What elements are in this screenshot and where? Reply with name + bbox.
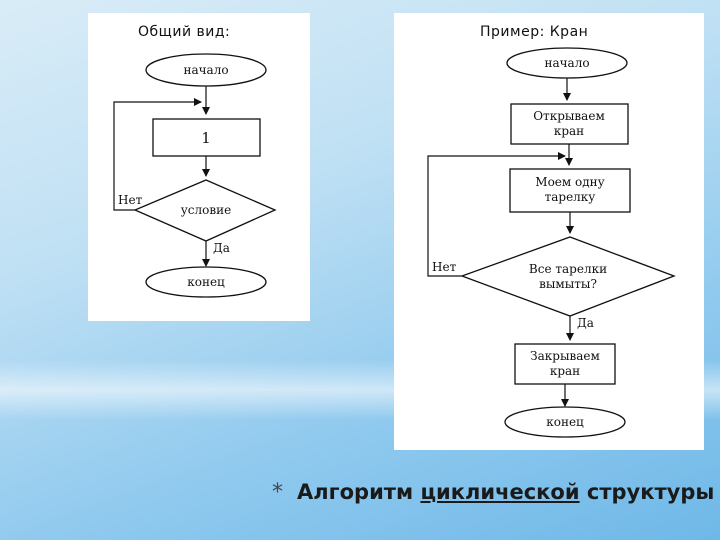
bullet-star: *: [272, 480, 283, 505]
wash-plate-block: [509, 168, 631, 213]
example-flowchart: Пример: Кран начало Открываем кран Моем …: [427, 24, 676, 438]
close-tap-block: [514, 343, 616, 385]
example-start-label: начало: [544, 56, 589, 70]
example-title: Пример: Кран: [480, 24, 588, 40]
condition-line2: вымыты?: [539, 277, 597, 291]
condition-line1: Все тарелки: [529, 262, 607, 276]
wash-plate-line2: тарелку: [545, 190, 596, 204]
end-terminal: [145, 266, 267, 298]
example-flowchart-panel: Пример: Кран начало Открываем кран Моем …: [394, 13, 704, 450]
condition-label: условие: [181, 203, 231, 217]
example-yes-label: Да: [577, 316, 594, 330]
example-end-label: конец: [546, 415, 584, 429]
loop-back-arrow: [113, 98, 202, 211]
caption-word-2: циклической: [420, 480, 580, 504]
caption-word-1: Алгоритм: [297, 480, 414, 504]
general-title: Общий вид:: [138, 24, 230, 40]
open-tap-line1: Открываем: [533, 109, 605, 123]
slide-caption: * Алгоритм циклической структуры: [272, 480, 715, 505]
end-label: конец: [187, 275, 225, 289]
process-label: 1: [201, 129, 211, 147]
wash-plate-line1: Моем одну: [535, 175, 604, 189]
yes-label: Да: [213, 241, 230, 255]
close-tap-line2: кран: [550, 364, 580, 378]
open-tap-block: [510, 103, 629, 145]
no-label: Нет: [118, 193, 143, 207]
open-tap-line2: кран: [554, 124, 584, 138]
example-end-terminal: [504, 406, 626, 438]
start-label: начало: [183, 63, 228, 77]
example-no-label: Нет: [432, 260, 457, 274]
caption-word-3: структуры: [586, 480, 715, 504]
loop-back-arrow: [427, 152, 566, 277]
close-tap-line1: Закрываем: [530, 349, 600, 363]
general-flowchart-panel: Общий вид: начало 1 условие Нет Да конец: [88, 13, 310, 321]
general-flowchart: Общий вид: начало 1 условие Нет Да конец: [113, 24, 277, 298]
